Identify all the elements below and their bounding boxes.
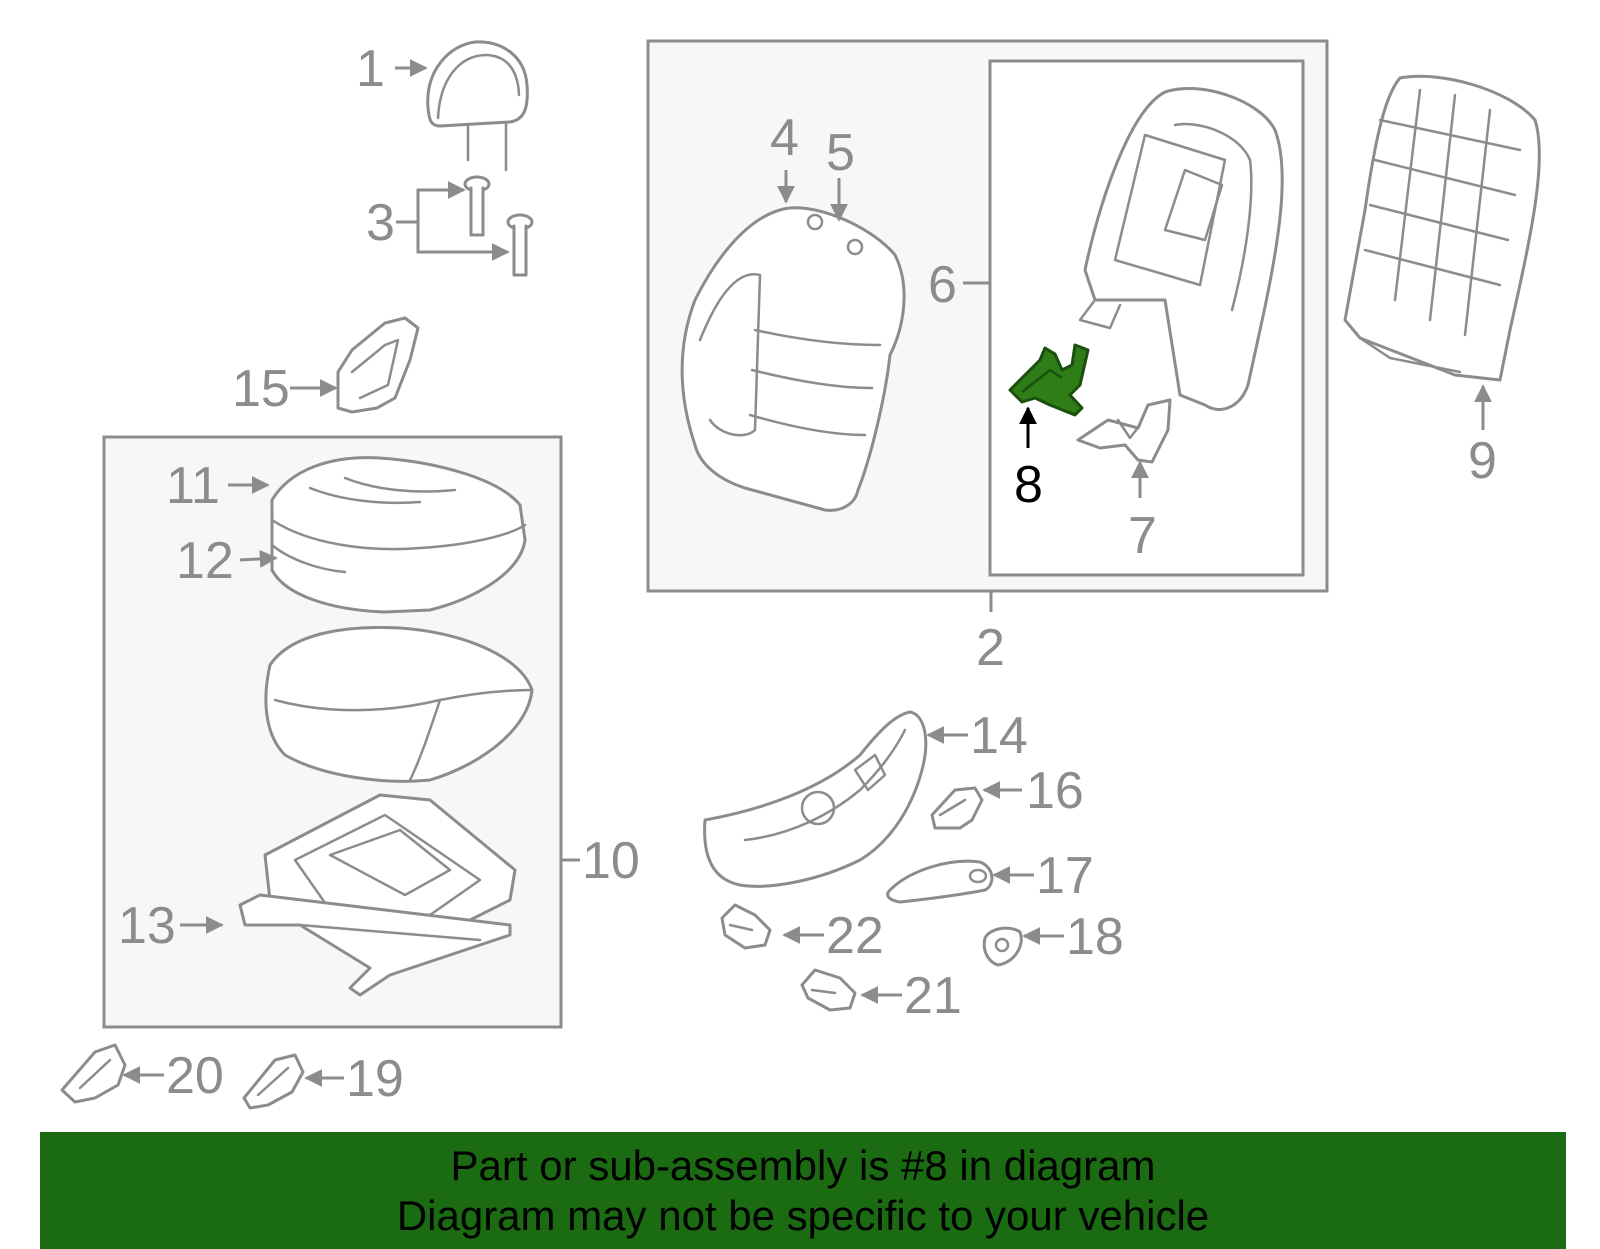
part-8-highlighted-bracket[interactable] <box>1008 343 1090 417</box>
part-18-cap[interactable] <box>982 926 1023 967</box>
part-3-headrest-guides[interactable] <box>463 175 534 277</box>
seat-cushion-pad[interactable] <box>264 626 534 783</box>
part-1-headrest[interactable] <box>426 40 529 172</box>
callout-13: 13 <box>118 897 176 955</box>
part-15-cover[interactable] <box>336 316 420 414</box>
part-14-side-shield[interactable] <box>703 710 928 888</box>
leader-12 <box>239 549 278 568</box>
leader-3b <box>416 222 510 261</box>
callout-20: 20 <box>166 1047 224 1105</box>
part-6-seat-back-frame[interactable] <box>1078 87 1284 411</box>
callout-1: 1 <box>356 40 385 98</box>
part-9-seat-back-panel[interactable] <box>1343 74 1541 382</box>
part-19-cover[interactable] <box>242 1053 305 1110</box>
callout-14: 14 <box>970 707 1028 765</box>
part-7-bracket[interactable] <box>1076 398 1172 464</box>
banner-line-part-number: Part or sub-assembly is #8 in diagram <box>450 1141 1156 1189</box>
callout-4: 4 <box>770 109 799 167</box>
callout-10: 10 <box>582 832 640 890</box>
part-22-clip[interactable] <box>720 903 772 950</box>
callout-9: 9 <box>1468 432 1497 490</box>
part-11-12-seat-cushion-cover[interactable] <box>270 456 527 614</box>
leader-3a <box>396 181 466 224</box>
banner-line-disclaimer: Diagram may not be specific to your vehi… <box>396 1191 1210 1239</box>
info-banner: Part or sub-assembly is #8 in diagram Di… <box>40 1132 1566 1249</box>
part-17-handle[interactable] <box>886 859 994 904</box>
callout-16: 16 <box>1026 762 1084 820</box>
callout-19: 19 <box>346 1050 404 1108</box>
part-13-seat-track[interactable] <box>238 793 517 997</box>
callout-5: 5 <box>826 124 855 182</box>
callout-2: 2 <box>976 619 1005 677</box>
callout-6: 6 <box>928 256 957 314</box>
callout-21: 21 <box>904 967 962 1025</box>
callout-8: 8 <box>1014 456 1043 514</box>
part-21-clip[interactable] <box>800 968 857 1012</box>
callout-17: 17 <box>1036 847 1094 905</box>
callout-11: 11 <box>166 457 220 515</box>
callout-22: 22 <box>826 907 884 965</box>
callout-3: 3 <box>366 194 395 252</box>
callout-18: 18 <box>1066 908 1124 966</box>
part-4-5-seat-back-cover[interactable] <box>680 206 906 512</box>
part-16-knob[interactable] <box>930 786 984 830</box>
callout-7: 7 <box>1128 507 1157 565</box>
callout-15: 15 <box>232 360 290 418</box>
part-20-cover[interactable] <box>60 1043 127 1104</box>
callout-12: 12 <box>176 532 234 590</box>
